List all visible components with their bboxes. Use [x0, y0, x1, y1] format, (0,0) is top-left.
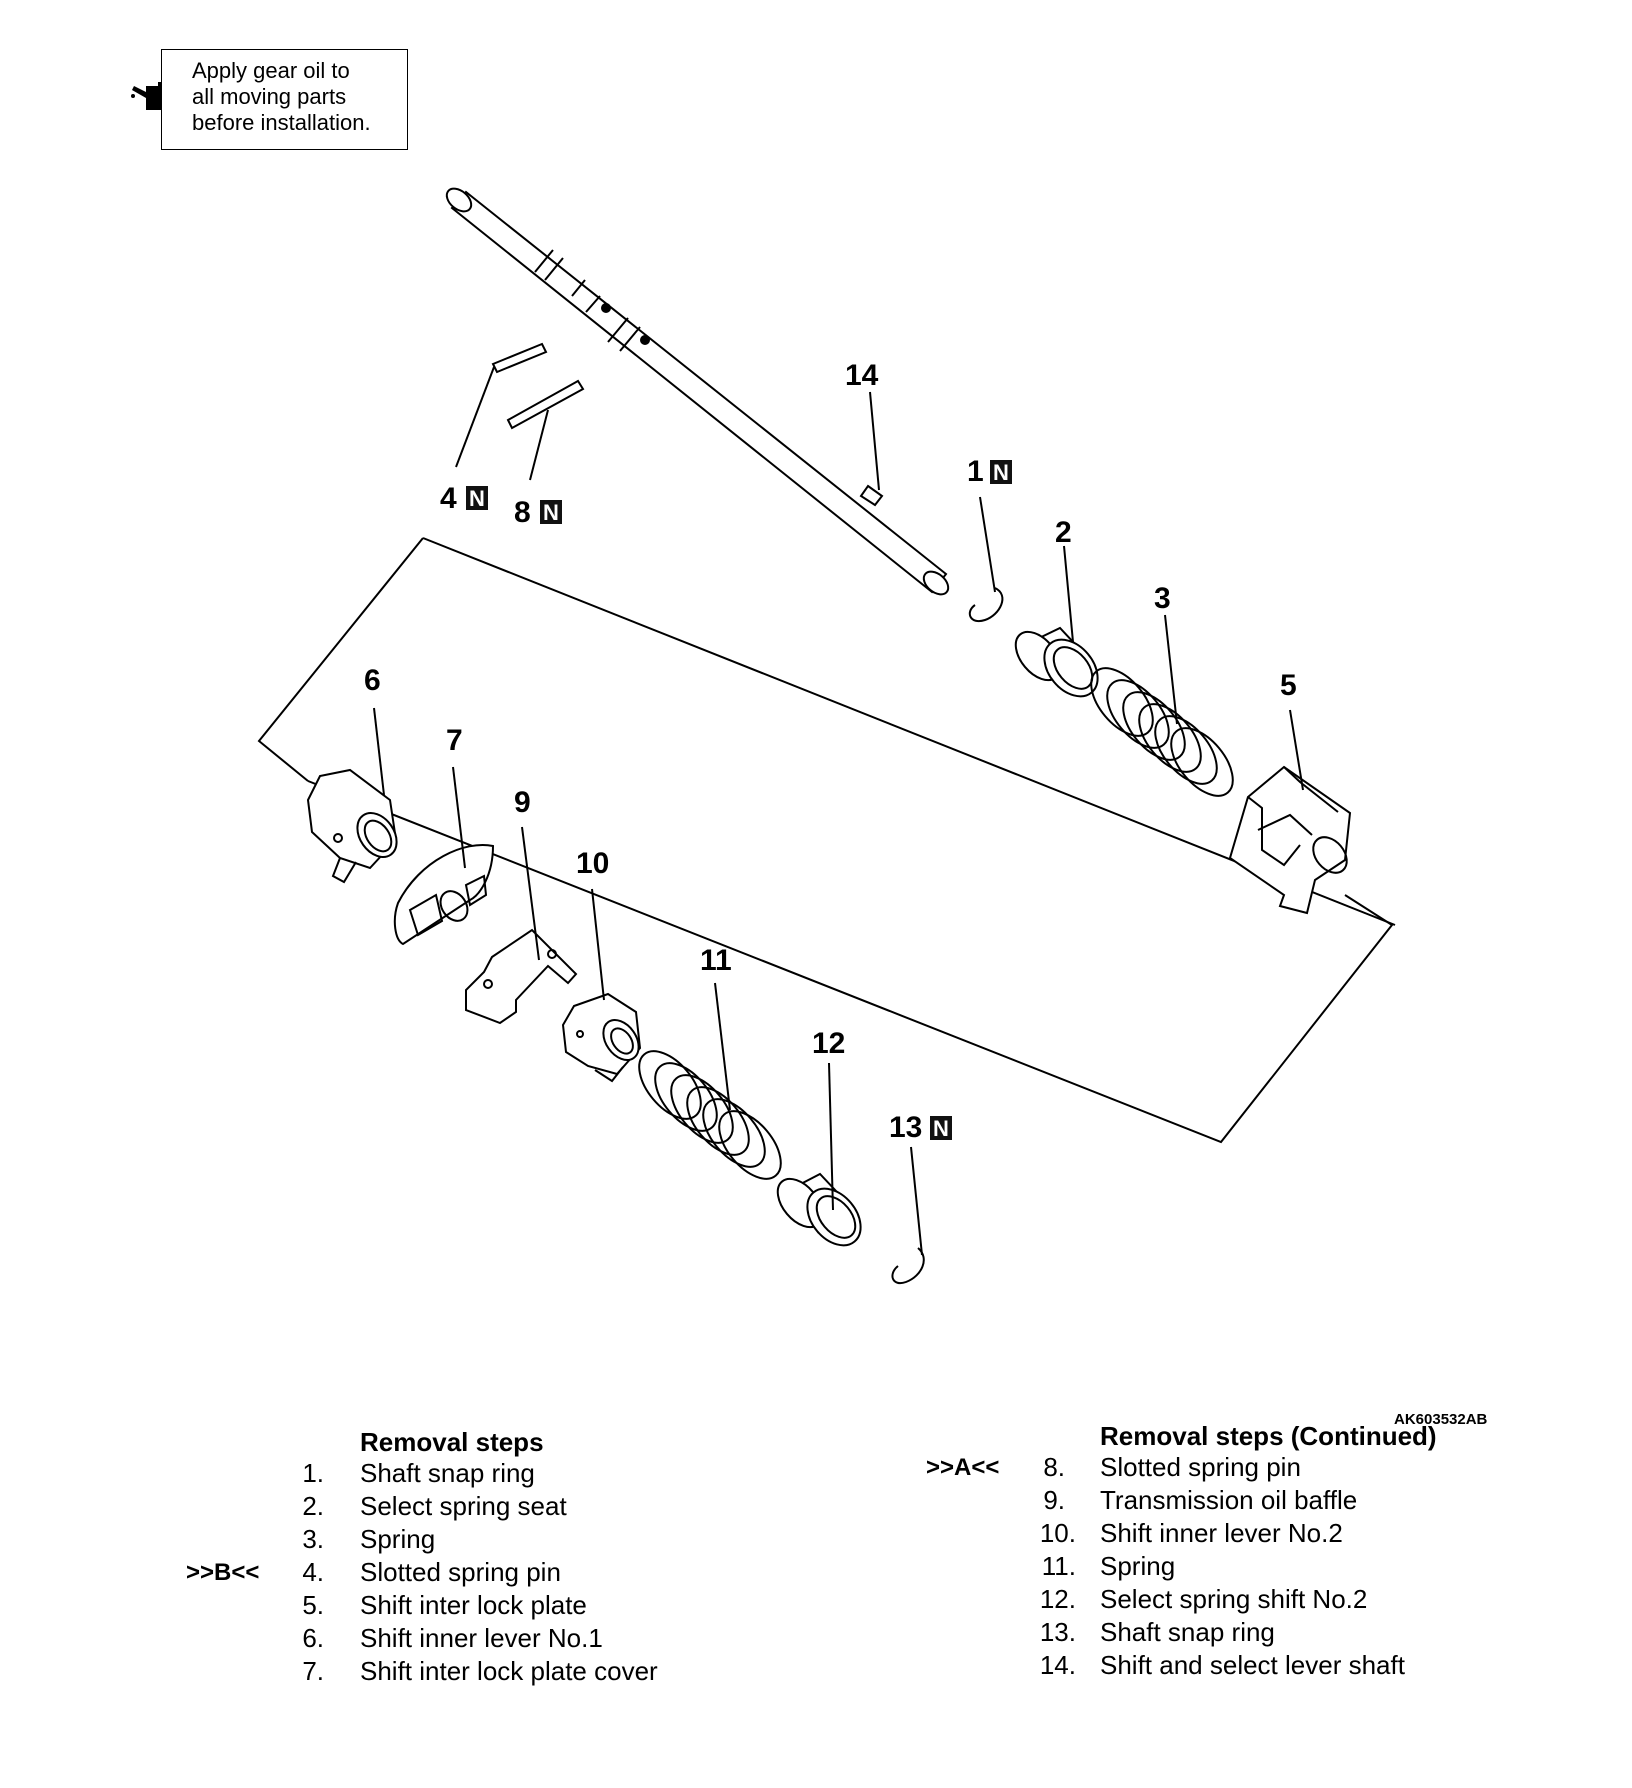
new-part-mark-13: N	[930, 1116, 952, 1141]
assembly-group-outline	[257, 537, 424, 782]
part-10-lever-2	[561, 992, 642, 1083]
part-12-spring-seat	[776, 1172, 862, 1247]
part-6-lever-1	[306, 768, 398, 884]
figure-code: AK603532AB	[1394, 1411, 1488, 1428]
part-5-interlock-plate	[1228, 765, 1352, 915]
svg-text:N: N	[469, 486, 485, 511]
callout-labels: 14 1 N 4 N 8 N 2 3 5 6 7 9 10 11 12 13 N	[364, 359, 1297, 1144]
callout-13: 13	[889, 1111, 922, 1144]
callout-1: 1	[967, 455, 984, 488]
reference-mark: >>B<<	[186, 1559, 260, 1586]
part-8-pin	[506, 379, 585, 430]
callout-10: 10	[576, 847, 609, 880]
callout-3: 3	[1154, 582, 1171, 615]
removal-steps-continued-title: Removal steps (Continued)	[1100, 1421, 1437, 1451]
callout-4: 4	[440, 482, 457, 515]
callout-14: 14	[845, 359, 879, 392]
svg-text:N: N	[993, 460, 1009, 485]
part-13-snap-ring	[891, 1247, 925, 1285]
leader-lines	[373, 366, 1304, 1256]
callout-6: 6	[364, 664, 381, 697]
note-line: before installation.	[192, 110, 371, 135]
callout-2: 2	[1055, 516, 1072, 549]
new-part-mark-4: N	[466, 486, 488, 511]
part-7-plate-cover	[393, 844, 495, 946]
callout-5: 5	[1280, 669, 1297, 702]
new-part-mark-8: N	[540, 500, 562, 525]
part-3-spring	[1090, 667, 1234, 797]
svg-text:N: N	[933, 1116, 949, 1141]
part-9-oil-baffle	[465, 928, 578, 1025]
removal-steps-title: Removal steps	[360, 1427, 544, 1457]
callout-7: 7	[446, 724, 463, 757]
callout-8: 8	[514, 496, 531, 529]
part-14-shaft	[445, 187, 950, 596]
part-1-snap-ring	[968, 587, 1004, 623]
svg-text:N: N	[543, 500, 559, 525]
new-part-mark-1: N	[990, 460, 1012, 485]
reference-mark: >>A<<	[926, 1454, 1000, 1481]
note-line: Apply gear oil to	[192, 58, 350, 83]
gear-oil-note: Apply gear oil to all moving parts befor…	[161, 49, 408, 150]
callout-9: 9	[514, 786, 531, 819]
part-4-pin	[491, 342, 548, 374]
callout-11: 11	[700, 944, 732, 977]
part-11-spring	[638, 1050, 782, 1180]
callout-12: 12	[812, 1027, 845, 1060]
part-2-spring-seat	[1014, 626, 1099, 698]
exploded-parts-diagram: 14 1 N 4 N 8 N 2 3 5 6 7 9 10 11 12 13 N	[257, 187, 1396, 1285]
note-line: all moving parts	[192, 84, 347, 109]
